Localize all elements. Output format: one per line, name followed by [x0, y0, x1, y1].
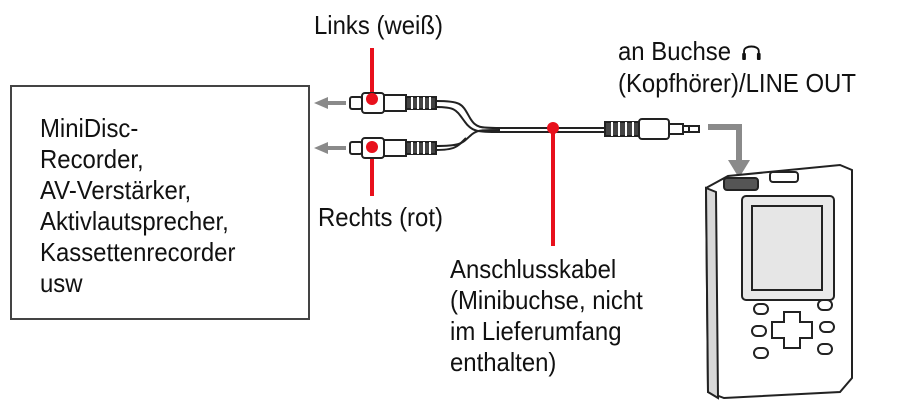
- arrow-left-icon: [314, 142, 346, 154]
- headphone-icon: [741, 38, 761, 68]
- cable-label-line: enthalten): [450, 347, 557, 377]
- arrow-left-icon: [314, 97, 346, 109]
- cable-label: Anschlusskabel (Minibuchse, nicht im Lie…: [450, 254, 643, 378]
- leader-dot: [547, 122, 559, 134]
- device-line: MiniDisc-: [40, 113, 139, 143]
- leader-dot: [366, 141, 378, 153]
- device-line: usw: [40, 268, 83, 298]
- jack-label-text: an Buchse: [618, 36, 732, 66]
- cable-label-line: im Lieferumfang: [450, 316, 622, 346]
- arrow-down-icon: [708, 124, 750, 178]
- device-line: Aktivlautsprecher,: [40, 206, 229, 236]
- device-line: Recorder,: [40, 144, 144, 174]
- portable-player-icon: [704, 163, 853, 400]
- jack-label-line2: (Kopfhörer)/LINE OUT: [618, 68, 856, 98]
- rca-plug-icon: [349, 137, 437, 159]
- jack-label-line1: an Buchse: [618, 36, 762, 68]
- cable-label-line: (Minibuchse, nicht: [450, 285, 643, 315]
- cable-label-line: Anschlusskabel: [450, 254, 617, 284]
- mini-plug-icon: [604, 118, 700, 140]
- left-channel-label: Links (weiß): [314, 10, 443, 40]
- y-cable: [435, 100, 605, 151]
- rca-plug-icon: [349, 92, 437, 114]
- external-device-box: MiniDisc- Recorder, AV-Verstärker, Aktiv…: [10, 85, 310, 320]
- leader-dot: [366, 93, 378, 105]
- external-device-label: MiniDisc- Recorder, AV-Verstärker, Aktiv…: [40, 113, 235, 299]
- right-channel-label: Rechts (rot): [318, 202, 443, 232]
- device-line: Kassettenrecorder: [40, 237, 236, 267]
- device-line: AV-Verstärker,: [40, 175, 192, 205]
